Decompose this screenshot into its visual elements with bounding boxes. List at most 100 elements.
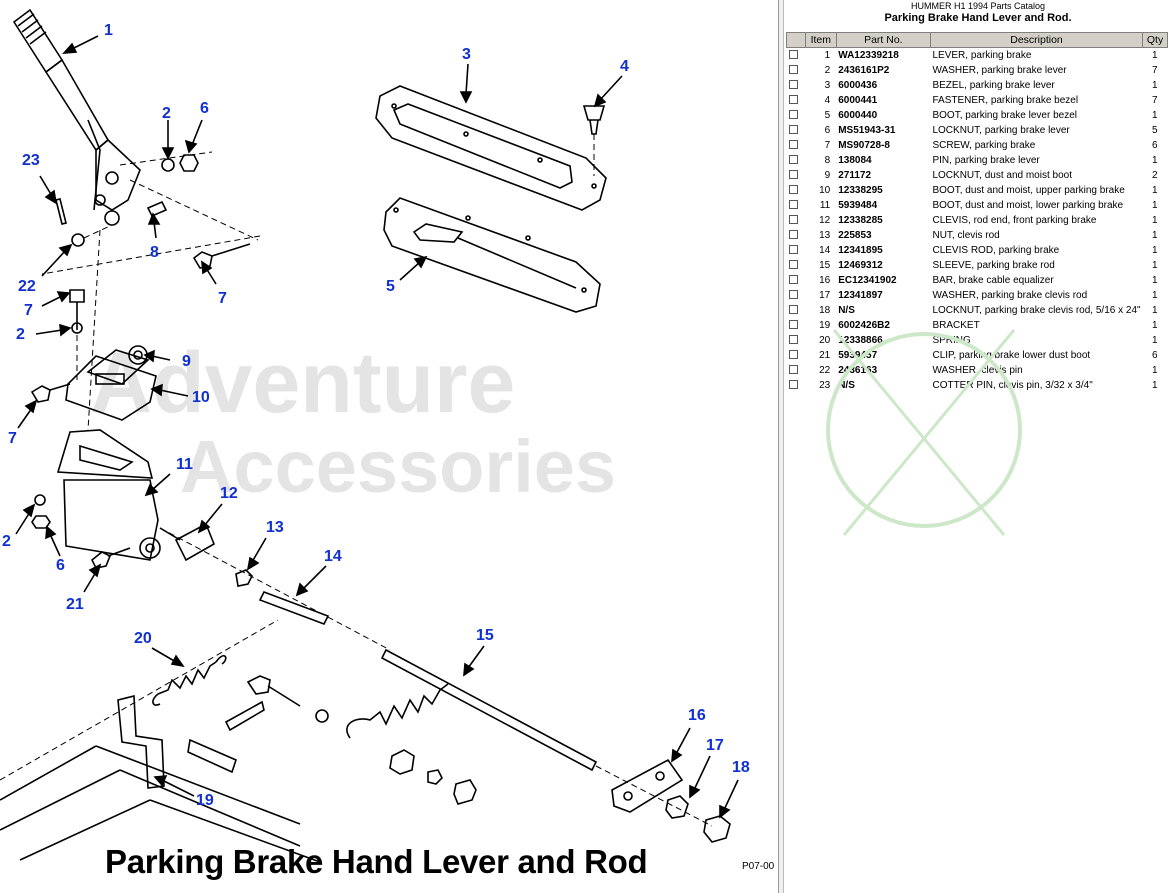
- clevis-rod-14: [258, 590, 330, 626]
- callout-9: 9: [182, 353, 191, 370]
- header-part-no[interactable]: Part No.: [835, 32, 931, 48]
- row-checkbox[interactable]: [788, 259, 798, 269]
- row-checkbox[interactable]: [788, 349, 798, 359]
- part-quantity: 1: [1151, 365, 1158, 376]
- row-checkbox[interactable]: [788, 319, 798, 329]
- row-checkbox[interactable]: [788, 154, 798, 164]
- callout-arrows: [15, 35, 739, 819]
- callout-17: 17: [706, 737, 724, 754]
- row-checkbox[interactable]: [788, 229, 798, 239]
- row-checkbox[interactable]: [788, 244, 798, 254]
- callout-23: 23: [22, 152, 40, 169]
- header-qty[interactable]: Qty: [1142, 32, 1168, 48]
- row-checkbox[interactable]: [788, 184, 798, 194]
- row-checkbox[interactable]: [788, 304, 798, 314]
- row-checkbox[interactable]: [788, 139, 798, 149]
- row-checkbox[interactable]: [788, 49, 798, 59]
- catalog-subtitle: HUMMER H1 1994 Parts Catalog: [910, 1, 1046, 11]
- bolt-threaded: [224, 700, 265, 732]
- row-checkbox[interactable]: [788, 364, 798, 374]
- item-number: 18: [819, 305, 831, 316]
- equalizer-bar-16: [611, 758, 684, 813]
- part-number: 12338295: [838, 185, 883, 196]
- row-select-cell: [787, 258, 806, 273]
- nut-13: [235, 569, 253, 587]
- watermark: Adventure Accessories: [90, 335, 616, 508]
- part-description: WASHER, parking brake lever: [932, 65, 1067, 76]
- row-checkbox[interactable]: [788, 109, 798, 119]
- row-select-cell: [787, 213, 806, 228]
- item-number: 22: [819, 365, 831, 376]
- item-number: 9: [824, 170, 831, 181]
- part-quantity: 1: [1151, 155, 1158, 166]
- row-checkbox[interactable]: [788, 169, 798, 179]
- item-number: 17: [819, 290, 831, 301]
- row-checkbox[interactable]: [788, 124, 798, 134]
- callout-labels: 1 2 6 23 8 7 22 7 2 9 10 7 11 12 2 6 21 …: [2, 22, 750, 809]
- row-checkbox[interactable]: [788, 94, 798, 104]
- callout-6: 6: [200, 100, 209, 117]
- row-checkbox[interactable]: [788, 64, 798, 74]
- row-select-cell: [787, 333, 806, 348]
- callout-21: 21: [66, 596, 84, 613]
- header-item[interactable]: Item: [804, 32, 837, 48]
- row-checkbox[interactable]: [788, 79, 798, 89]
- callout-7c: 7: [8, 430, 17, 447]
- bezel-3: [375, 85, 607, 211]
- part-number: N/S: [838, 380, 855, 391]
- part-quantity: 1: [1151, 290, 1158, 301]
- panel-splitter[interactable]: [778, 0, 784, 893]
- row-checkbox[interactable]: [788, 214, 798, 224]
- part-quantity: 1: [1151, 305, 1158, 316]
- parts-table-header: Item Part No. Description Qty: [786, 32, 1168, 48]
- item-number: 21: [819, 350, 831, 361]
- part-number: 12341897: [838, 290, 883, 301]
- item-number: 7: [824, 140, 831, 151]
- part-quantity: 1: [1151, 110, 1158, 121]
- pin-8: [146, 200, 168, 218]
- bracket-19: [117, 694, 165, 789]
- washer-17: [665, 795, 689, 819]
- part-number: 5939484: [838, 200, 878, 211]
- row-checkbox[interactable]: [788, 199, 798, 209]
- part-description: BAR, brake cable equalizer: [932, 275, 1054, 286]
- watermark-line1: Adventure: [90, 335, 515, 431]
- row-checkbox[interactable]: [788, 379, 798, 389]
- item-number: 2: [824, 65, 831, 76]
- row-checkbox[interactable]: [788, 289, 798, 299]
- washer-2-low: [34, 494, 46, 506]
- callout-2b: 2: [16, 326, 25, 343]
- callout-22: 22: [18, 278, 36, 295]
- part-quantity: 1: [1151, 230, 1158, 241]
- header-description[interactable]: Description: [929, 32, 1144, 48]
- header-select: [786, 32, 806, 48]
- row-checkbox[interactable]: [788, 334, 798, 344]
- part-description: CLEVIS ROD, parking brake: [932, 245, 1060, 256]
- row-checkbox[interactable]: [788, 274, 798, 284]
- locknut-6-low: [31, 515, 51, 529]
